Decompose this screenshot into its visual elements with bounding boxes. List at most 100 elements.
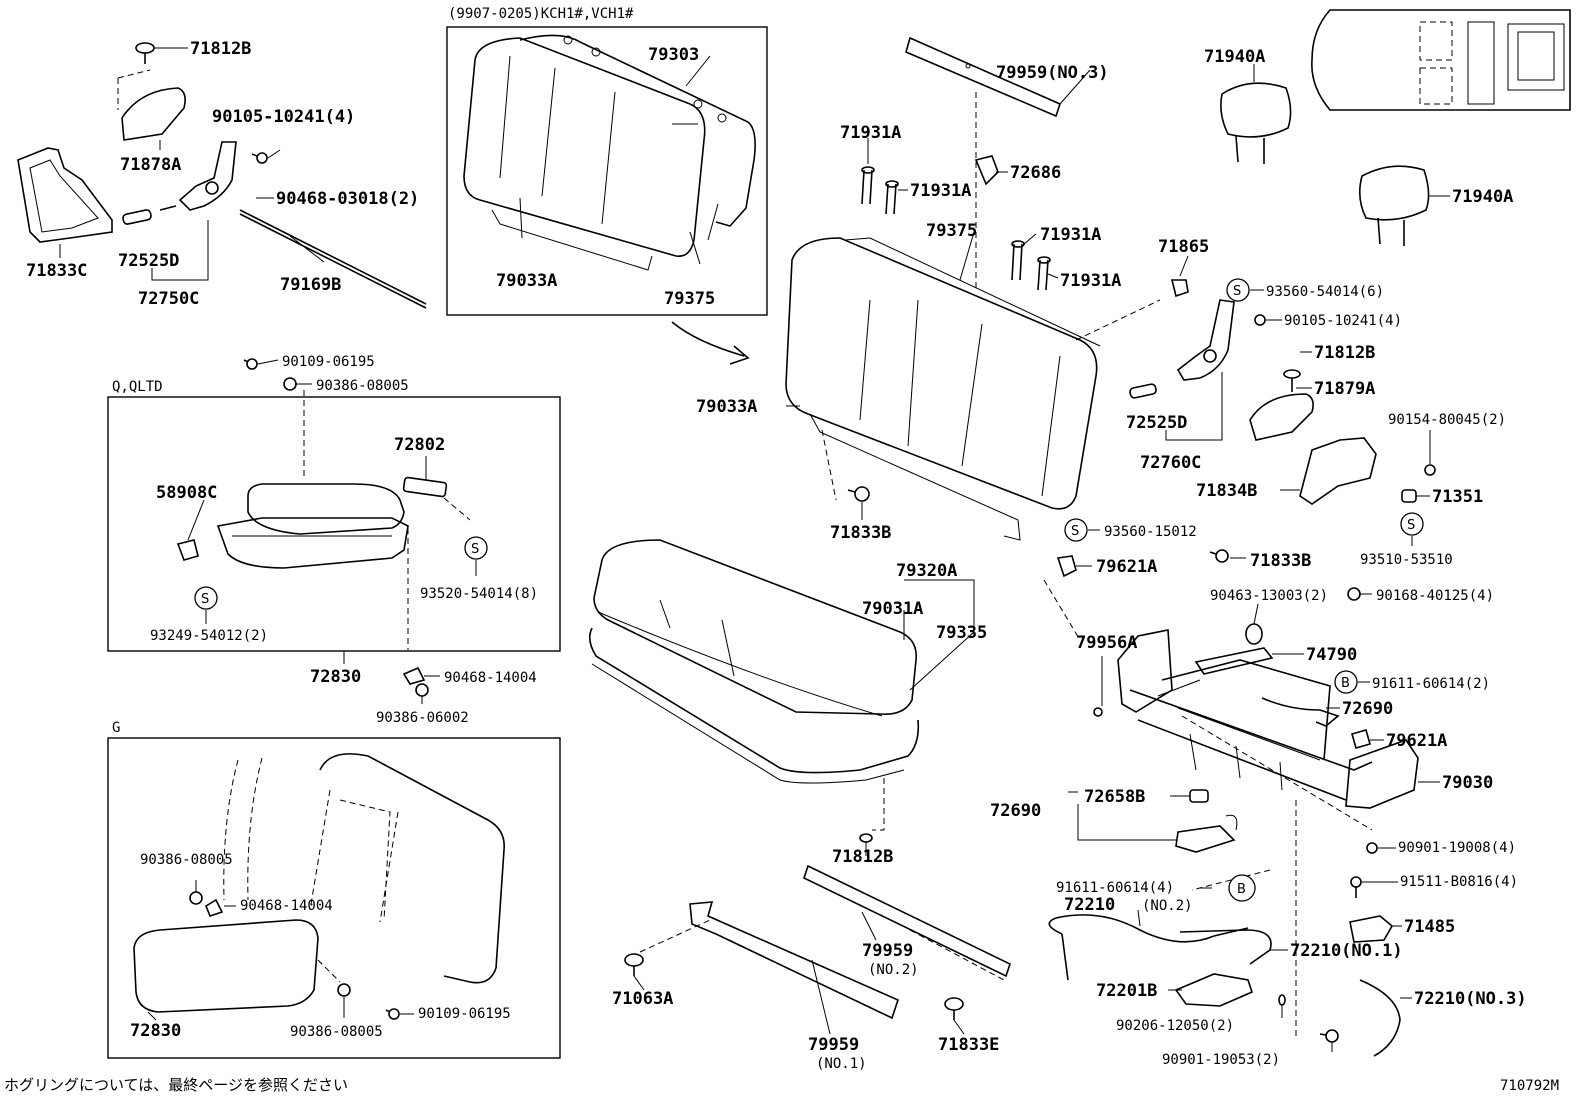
nut-90386-g-bottom xyxy=(337,983,351,997)
callout-71940a-lower: 71940A xyxy=(1452,187,1513,207)
callout-71833b-1: 71833B xyxy=(830,523,891,543)
bolt-90109-q xyxy=(243,358,258,370)
side-cover-71833c xyxy=(17,147,113,243)
callout-79033a-variant: 79033A xyxy=(496,271,557,291)
clip-71931a-1 xyxy=(861,166,875,205)
nut-90386-mid xyxy=(415,683,429,697)
callout-71485: 71485 xyxy=(1404,917,1455,937)
callout-72525d-left: 72525D xyxy=(118,251,179,271)
latch-72690-lower xyxy=(1175,814,1238,853)
symbol-b-1: B xyxy=(1334,670,1358,694)
callout-72210-no1: 72210(NO.1) xyxy=(1290,941,1403,961)
callout-71833e: 71833E xyxy=(938,1035,999,1055)
clip-71931a-2 xyxy=(885,180,899,215)
cap-71865 xyxy=(1170,279,1189,298)
callout-71812b-2: 71812B xyxy=(1314,343,1375,363)
callout-79956a: 79956A xyxy=(1076,633,1137,653)
hinge-72760c-right xyxy=(1176,299,1235,381)
clip-71812b-top xyxy=(135,42,155,64)
svg-text:B: B xyxy=(1341,676,1350,691)
callout-72210-no3: 72210(NO.3) xyxy=(1414,989,1527,1009)
callout-93520-54014: 93520-54014(8) xyxy=(420,586,538,602)
callout-72830-q: 72830 xyxy=(310,667,361,687)
callout-72830-g: 72830 xyxy=(130,1021,181,1041)
callout-71879a: 71879A xyxy=(1314,379,1375,399)
bracket-72686 xyxy=(974,155,999,186)
svg-text:B: B xyxy=(1237,882,1246,897)
diagram-number: 710792M xyxy=(1500,1078,1559,1094)
callout-79375-main: 79375 xyxy=(926,221,977,241)
footer-note: ホグリングについては、最終ページを参照ください xyxy=(4,1076,348,1094)
callout-71940a-upper: 71940A xyxy=(1204,47,1265,67)
svg-text:S: S xyxy=(1233,284,1241,299)
callout-90109-06195-q: 90109-06195 xyxy=(282,354,375,370)
callout-72686: 72686 xyxy=(1010,163,1061,183)
bracket-72201b xyxy=(1174,973,1253,1007)
bolt-91511 xyxy=(1350,876,1362,898)
callout-71834b: 71834B xyxy=(1196,481,1257,501)
armrest-72830-q xyxy=(216,483,409,569)
hinge-72750c-left xyxy=(159,141,237,211)
callout-93560-15012: 93560-15012 xyxy=(1104,524,1197,540)
g-grade-box xyxy=(107,737,561,1059)
side-cover-71834b xyxy=(1299,437,1377,505)
cover-71879a xyxy=(1249,393,1314,441)
callout-93560-54014: 93560-54014(6) xyxy=(1266,284,1384,300)
pad-72802 xyxy=(402,476,448,498)
callout-72760c: 72760C xyxy=(1140,453,1201,473)
callout-71812b-1: 71812B xyxy=(190,39,251,59)
nut-90206 xyxy=(1278,994,1286,1006)
bracket-58908c xyxy=(176,539,199,561)
callout-71833c: 71833C xyxy=(26,261,87,281)
callouts: 71812B 90105-10241(4) 71878A 90468-03018… xyxy=(26,39,1527,1072)
svg-text:S: S xyxy=(471,542,479,557)
callout-71351: 71351 xyxy=(1432,487,1483,507)
nut-90386-g-top xyxy=(189,891,203,905)
callout-72750c: 72750C xyxy=(138,289,199,309)
callout-90386-08005-q: 90386-08005 xyxy=(316,378,409,394)
callout-71833b-2: 71833B xyxy=(1250,551,1311,571)
headrest-71940a-lower xyxy=(1358,165,1430,246)
callout-90468-14004-mid: 90468-14004 xyxy=(444,670,537,686)
callout-72201b: 72201B xyxy=(1096,981,1157,1001)
cover-71878a xyxy=(121,87,186,141)
clip-90468-g xyxy=(205,898,224,917)
cushion-frame-79335 xyxy=(588,627,920,784)
callout-91611-60614-4: 91611-60614(4) xyxy=(1056,880,1174,896)
clip-71812b-right xyxy=(1283,369,1301,392)
callout-71063a: 71063A xyxy=(612,989,673,1009)
stopper-79621a-right xyxy=(1351,729,1371,749)
cable-72690-upper xyxy=(1261,697,1340,727)
clip-71063a xyxy=(624,953,644,976)
leader-lines xyxy=(59,47,1450,1052)
svg-text:S: S xyxy=(1071,524,1079,539)
bolt-90105-left xyxy=(251,152,268,164)
callout-90386-08005-g-top: 90386-08005 xyxy=(140,852,233,868)
q-grade-box-caption: Q,QLTD xyxy=(112,379,163,395)
callout-72525d-right: 72525D xyxy=(1126,413,1187,433)
callout-90386-08005-g-bottom: 90386-08005 xyxy=(290,1024,383,1040)
seat-frame-79030 xyxy=(1117,629,1419,809)
callout-79959-no2-suffix: (NO.2) xyxy=(868,962,919,978)
callout-71865: 71865 xyxy=(1158,237,1209,257)
top-variant-box-caption: (9907-0205)KCH1#,VCH1# xyxy=(448,6,634,22)
symbol-s-1: S xyxy=(1226,278,1250,302)
bolt-71833b-right xyxy=(1209,549,1229,563)
bolt-90901-19008 xyxy=(1366,842,1378,854)
symbol-b-2: B xyxy=(1228,874,1256,902)
clip-90468-mid xyxy=(402,666,426,685)
rod-79169b xyxy=(239,209,427,309)
callout-90206-12050: 90206-12050(2) xyxy=(1116,1018,1234,1034)
seatback-79033a-variant xyxy=(463,37,706,271)
callout-90168-40125: 90168-40125(4) xyxy=(1376,588,1494,604)
callout-79621a-1: 79621A xyxy=(1096,557,1157,577)
pad-72525d-left xyxy=(122,209,152,225)
callout-72210-no2-suffix: (NO.2) xyxy=(1142,898,1193,914)
bolt-90901-19053 xyxy=(1319,1029,1339,1043)
seatback-79033a-main xyxy=(785,237,1101,541)
callout-71931a-4: 71931A xyxy=(1060,271,1121,291)
cable-72210-no3 xyxy=(1359,979,1401,1057)
callout-72690-upper: 72690 xyxy=(1342,699,1393,719)
callout-90468-03018: 90468-03018(2) xyxy=(276,189,419,209)
callout-72690-lower: 72690 xyxy=(990,801,1041,821)
